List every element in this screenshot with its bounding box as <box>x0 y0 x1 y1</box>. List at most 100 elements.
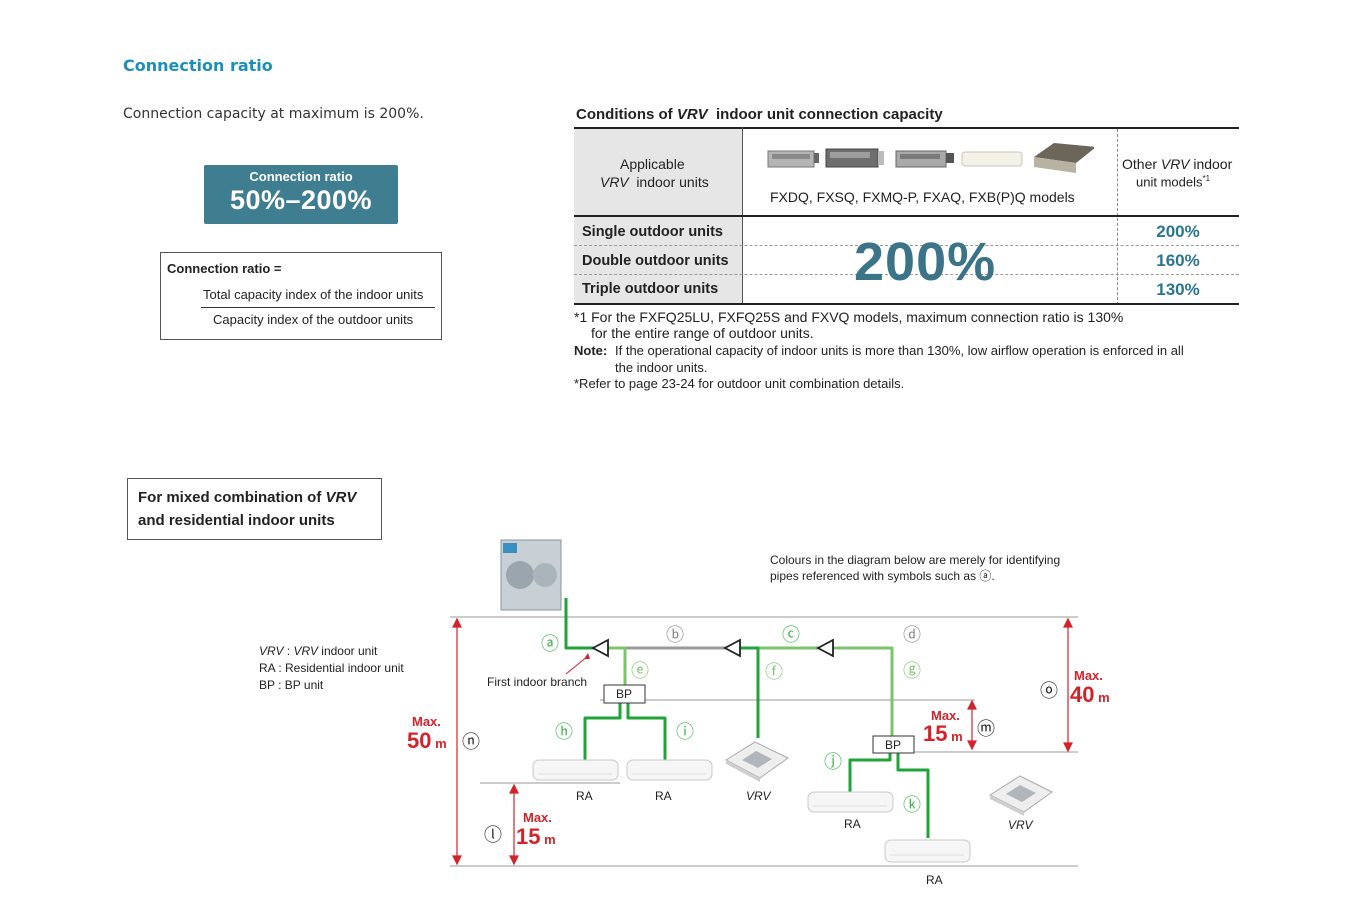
max-label-50: Max. <box>412 714 441 729</box>
indoor-units-image <box>767 143 1094 173</box>
vrv-cassette-unit-icon <box>988 775 1053 816</box>
other-models-label: Other VRV indoor <box>1122 156 1233 172</box>
other-double-value: 160% <box>1156 251 1200 270</box>
ceiling-suspended-unit-icon <box>961 151 1023 167</box>
pointer-head <box>584 653 590 659</box>
branch-arrow-3 <box>816 638 834 658</box>
dim-arrowhead <box>452 855 462 866</box>
first-branch-pointer <box>565 655 589 675</box>
ra-wall-unit-icon <box>807 791 894 813</box>
page-title: Connection ratio <box>123 56 273 75</box>
pipe-f <box>735 646 760 738</box>
other-triple-value: 130% <box>1156 280 1200 299</box>
pipe-a <box>564 598 605 650</box>
conditions-title: Conditions of VRV indoor unit connection… <box>576 106 943 123</box>
symbol-c: ⓒ <box>782 625 800 645</box>
symbol-g: ⓖ <box>903 661 921 681</box>
ra-label: RA <box>655 789 672 803</box>
row-label-bg <box>574 217 742 303</box>
refer-note: *Refer to page 23-24 for outdoor unit co… <box>574 376 905 391</box>
dim-arrowhead <box>509 855 519 866</box>
max-label-40: Max. <box>1074 668 1103 683</box>
row-separator <box>574 274 1239 275</box>
ra-wall-unit-icon <box>532 759 619 781</box>
table-dashed-divider <box>1117 129 1118 305</box>
symbol-j: ⓙ <box>824 752 842 772</box>
branch-arrow-1 <box>591 638 609 658</box>
symbol-h: ⓗ <box>555 722 573 742</box>
table-divider <box>742 127 743 216</box>
main-ratio-value: 200% <box>854 232 997 292</box>
colours-note: Colours in the diagram below are merely … <box>770 553 1061 567</box>
badge-value: 50%–200% <box>229 185 373 215</box>
row-separator <box>574 245 1239 246</box>
ra-label: RA <box>926 873 943 887</box>
dim-arrowhead <box>1063 617 1073 628</box>
models-label: FXDQ, FXSQ, FXMQ-P, FXAQ, FXB(P)Q models <box>770 189 1075 205</box>
formula-heading: Connection ratio = <box>167 261 282 276</box>
dim-arrowhead <box>452 617 462 628</box>
max-label-15-bp: Max. <box>931 708 960 723</box>
footnote-1: *1 For the FXFQ25LU, FXFQ25S and FXVQ mo… <box>574 309 1124 325</box>
pipe-j <box>848 752 892 792</box>
formula-denominator: Capacity index of the outdoor units <box>213 312 414 327</box>
ducted-unit-icon <box>767 150 819 168</box>
mixed-title-line2: and residential indoor units <box>138 512 335 529</box>
dim-arrowhead <box>967 740 977 751</box>
note-label: Note: <box>574 343 608 358</box>
max-label-15-ra: Max. <box>523 810 552 825</box>
symbol-o: ⓞ <box>1040 681 1058 701</box>
dim-arrowhead <box>967 699 977 710</box>
ra-wall-unit-icon <box>626 759 713 781</box>
first-branch-label: First indoor branch <box>487 675 588 689</box>
pipe-h <box>583 703 622 760</box>
vrv-label: VRV <box>746 789 771 803</box>
fraction-line <box>201 307 435 308</box>
symbol-l: ⓛ <box>484 825 502 845</box>
max-value-15-bp: 15 m <box>923 721 963 746</box>
ducted-unit-icon <box>895 150 954 168</box>
conditions-table: Applicable VRV indoor units FXDQ, FXSQ, … <box>574 127 1239 305</box>
table-bottom-rule <box>574 303 1239 305</box>
outdoor-unit-icon <box>500 539 562 611</box>
vrv-cassette-unit-icon <box>724 741 789 782</box>
ducted-unit-icon <box>825 148 884 168</box>
applicable-label-2: VRV indoor units <box>600 174 709 190</box>
other-single-value: 200% <box>1156 222 1200 241</box>
vrv-label: VRV <box>1008 818 1033 832</box>
bp-label-1: BP <box>616 687 633 701</box>
max-value-50: 50 m <box>407 728 447 753</box>
intro-text: Connection capacity at maximum is 200%. <box>123 106 424 122</box>
formula-numerator: Total capacity index of the indoor units <box>203 287 424 302</box>
applicable-label: Applicable <box>620 156 685 172</box>
legend-ra: RA : Residential indoor unit <box>259 661 404 675</box>
max-value-40: 40 m <box>1070 682 1110 707</box>
symbol-k: ⓚ <box>903 795 921 815</box>
row-label-triple: Triple outdoor units <box>582 281 719 297</box>
note-text-cont: the indoor units. <box>615 360 708 375</box>
dim-arrowhead <box>1063 742 1073 753</box>
dim-arrowhead <box>509 783 519 794</box>
legend-vrv: VRV : VRV indoor unit <box>259 644 378 658</box>
mixed-combination-box: For mixed combination of VRV and residen… <box>127 478 382 540</box>
note-text: If the operational capacity of indoor un… <box>615 343 1184 358</box>
symbol-n: ⓝ <box>462 732 480 752</box>
branch-arrow-2 <box>723 638 741 658</box>
ra-label: RA <box>576 789 593 803</box>
legend-bp: BP : BP unit <box>259 678 324 692</box>
pipe-i <box>626 703 667 760</box>
table-top-rule <box>574 127 1239 129</box>
footnote-1-cont: for the entire range of outdoor units. <box>591 325 814 341</box>
ra-wall-unit-icon <box>884 839 971 863</box>
symbol-f: ⓕ <box>765 662 783 682</box>
max-value-15-ra: 15 m <box>516 824 556 849</box>
ra-label: RA <box>844 817 861 831</box>
header-cell-bg <box>574 129 742 215</box>
symbol-i: ⓘ <box>676 722 694 742</box>
symbol-a: ⓐ <box>541 634 559 654</box>
bp-label-2: BP <box>885 738 902 752</box>
symbol-b: ⓑ <box>666 625 684 645</box>
pipe-g <box>825 646 894 738</box>
formula-box: Connection ratio = Total capacity index … <box>160 252 442 340</box>
badge-label: Connection ratio <box>249 169 353 184</box>
